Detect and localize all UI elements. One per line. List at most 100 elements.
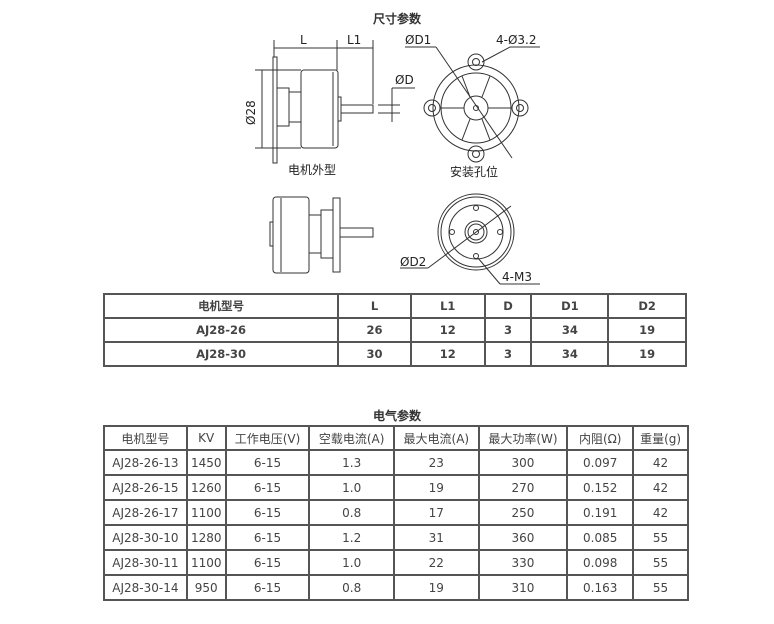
label-dia28: Ø28: [244, 100, 258, 125]
cell: 0.191: [566, 499, 635, 526]
cell: 1.0: [308, 549, 395, 576]
cell: 1100: [185, 499, 227, 526]
header-cell: 工作电压(V): [224, 425, 311, 451]
cell: 310: [477, 574, 569, 601]
cell: 42: [632, 499, 689, 526]
cell: 0.8: [308, 499, 395, 526]
label-L1: L1: [347, 33, 361, 47]
cell: 330: [477, 549, 569, 576]
header-cell: 空载电流(A): [308, 425, 395, 451]
header-cell: 重量(g): [632, 425, 689, 451]
cell: AJ28-26-17: [103, 499, 188, 526]
cell: 42: [632, 474, 689, 501]
cell: 12: [409, 317, 486, 343]
cell: 26: [337, 317, 412, 343]
label-holes: 4-Ø3.2: [496, 33, 537, 47]
cell: AJ28-30-11: [103, 549, 188, 576]
cell: 30: [337, 341, 412, 367]
cell: AJ28-26: [102, 317, 340, 343]
header-cell: 最大功率(W): [477, 425, 569, 451]
header-cell: 电机型号: [103, 425, 188, 451]
cell: 0.163: [566, 574, 635, 601]
rear-front-view-drawing: [400, 193, 540, 285]
electrical-title: 电气参数: [372, 409, 421, 423]
cell: AJ28-30-14: [103, 574, 188, 601]
cell: 55: [632, 574, 689, 601]
cell: 23: [393, 449, 480, 476]
cell: 55: [632, 549, 689, 576]
cell: AJ28-30-10: [103, 524, 188, 551]
cell: 31: [393, 524, 480, 551]
cell: AJ28-26-13: [103, 449, 188, 476]
label-L: L: [300, 33, 307, 47]
cell: 6-15: [224, 449, 311, 476]
front-view-drawing: [405, 46, 540, 163]
header-cell: 内阻(Ω): [566, 425, 635, 451]
cell: 0.098: [566, 549, 635, 576]
cell: AJ28-30: [102, 341, 340, 367]
header-cell: D: [483, 293, 533, 319]
label-D2: ØD2: [400, 255, 426, 269]
header-cell: D2: [607, 293, 687, 319]
cell: 6-15: [224, 574, 311, 601]
cell: 270: [477, 474, 569, 501]
cell: 250: [477, 499, 569, 526]
header-cell: KV: [185, 425, 227, 451]
cell: 300: [477, 449, 569, 476]
cell: 0.097: [566, 449, 635, 476]
cell: 19: [607, 317, 687, 343]
rear-side-view-drawing: [269, 196, 374, 274]
cell: 0.085: [566, 524, 635, 551]
cell: 6-15: [224, 474, 311, 501]
cell: 19: [393, 574, 480, 601]
motor-drawing: L L1 ØD Ø28 电机外型 ØD1 4-Ø3.2 安装孔位 ØD2 4-M…: [244, 33, 540, 285]
cell: 360: [477, 524, 569, 551]
header-cell: L: [337, 293, 412, 319]
cell: 1260: [185, 474, 227, 501]
cell: 1.0: [308, 474, 395, 501]
cell: 3: [483, 341, 533, 367]
cell: 1450: [185, 449, 227, 476]
header-cell: L1: [409, 293, 486, 319]
cell: 19: [393, 474, 480, 501]
cell: 12: [409, 341, 486, 367]
header-cell: 最大电流(A): [393, 425, 480, 451]
cell: AJ28-26-15: [103, 474, 188, 501]
dimensions-title: 尺寸参数: [372, 12, 421, 26]
cell: 19: [607, 341, 687, 367]
cell: 17: [393, 499, 480, 526]
header-cell: 电机型号: [102, 293, 340, 319]
cell: 950: [185, 574, 227, 601]
cell: 34: [530, 341, 610, 367]
cell: 22: [393, 549, 480, 576]
cell: 1100: [185, 549, 227, 576]
cell: 6-15: [224, 524, 311, 551]
cell: 1.3: [308, 449, 395, 476]
cell: 1.2: [308, 524, 395, 551]
cell: 0.152: [566, 474, 635, 501]
cell: 6-15: [224, 499, 311, 526]
header-cell: D1: [530, 293, 610, 319]
cell: 42: [632, 449, 689, 476]
cell: 0.8: [308, 574, 395, 601]
side-view-drawing: [255, 40, 415, 164]
label-mount: 安装孔位: [450, 164, 498, 179]
cell: 55: [632, 524, 689, 551]
label-m3: 4-M3: [502, 270, 532, 284]
label-D1: ØD1: [405, 33, 431, 47]
cell: 34: [530, 317, 610, 343]
label-outline: 电机外型: [288, 163, 336, 177]
cell: 6-15: [224, 549, 311, 576]
table-header-row: 电机型号 L L1 D D1 D2: [102, 293, 687, 319]
